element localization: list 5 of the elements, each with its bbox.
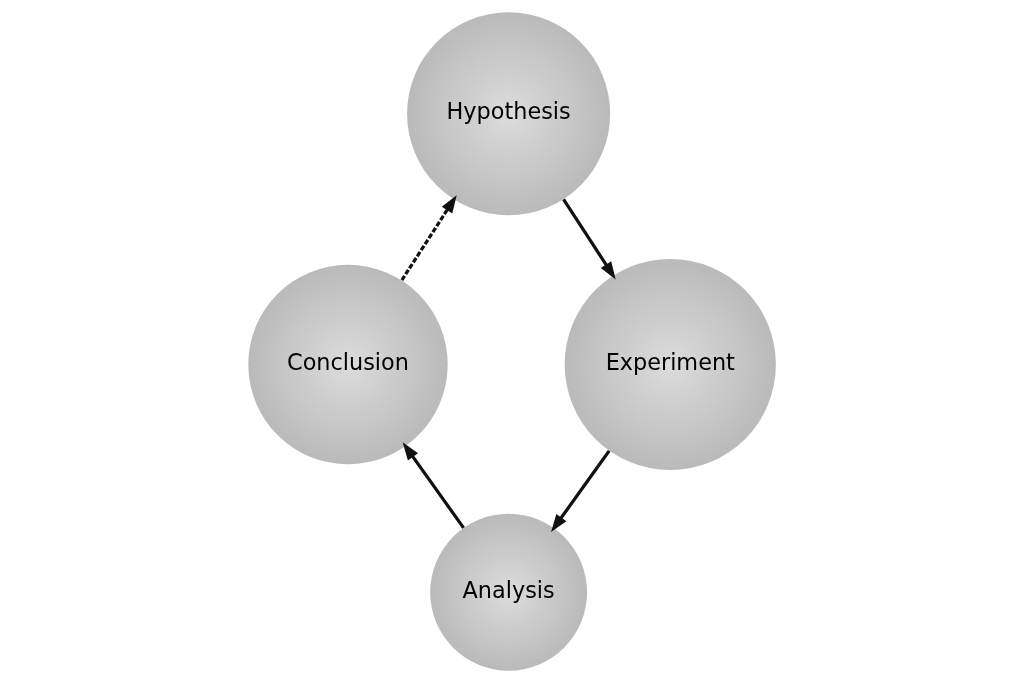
arrow: [562, 198, 616, 280]
arrow: [400, 195, 457, 281]
arrow: [551, 449, 611, 532]
node-circle: Conclusion: [248, 264, 448, 465]
arrow: [402, 442, 465, 529]
